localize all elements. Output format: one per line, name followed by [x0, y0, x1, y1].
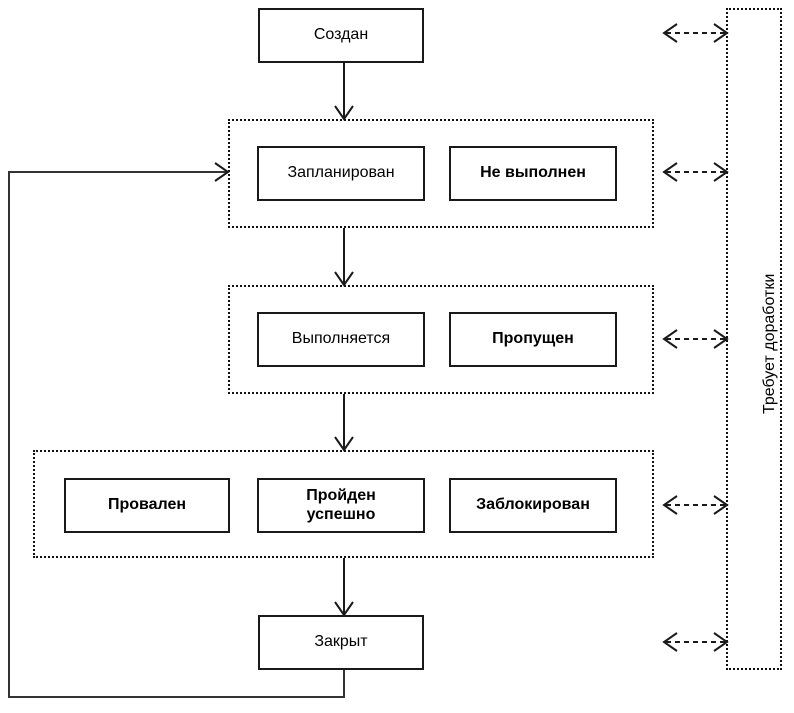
node-not-executed[interactable]: Не выполнен [449, 146, 617, 201]
node-created-label: Создан [313, 26, 369, 44]
arrow-created-to-planned [334, 63, 354, 121]
arrow-result-to-closed [334, 558, 354, 617]
arrow-in-progress-to-result [334, 394, 354, 452]
rework-arrow-execution-stage [662, 329, 729, 349]
rework-arrow-closed [662, 632, 729, 652]
node-passed[interactable]: Пройден успешно [257, 478, 425, 533]
rework-label: Требует доработки [761, 273, 778, 414]
node-in-progress[interactable]: Выполняется [257, 312, 425, 367]
node-failed[interactable]: Провален [64, 478, 230, 533]
node-blocked-label: Заблокирован [476, 496, 590, 514]
node-created[interactable]: Создан [258, 8, 424, 63]
rework-arrow-planned-stage [662, 162, 729, 182]
node-passed-label-line2: успешно [306, 505, 376, 523]
node-planned-label: Запланирован [287, 164, 395, 182]
node-skipped-label: Пропущен [492, 330, 574, 348]
node-planned[interactable]: Запланирован [257, 146, 425, 201]
arrow-planned-to-in-progress [334, 228, 354, 287]
node-closed-label: Закрыт [314, 633, 368, 651]
rework-arrow-created [662, 23, 729, 43]
node-not-executed-label: Не выполнен [480, 164, 586, 182]
node-failed-label: Провален [107, 496, 187, 514]
node-blocked[interactable]: Заблокирован [449, 478, 617, 533]
node-passed-label-line1: Пройден [306, 487, 376, 505]
node-closed[interactable]: Закрыт [258, 615, 424, 670]
rework-arrow-result-stage [662, 495, 729, 515]
node-in-progress-label: Выполняется [291, 330, 391, 348]
node-skipped[interactable]: Пропущен [449, 312, 617, 367]
